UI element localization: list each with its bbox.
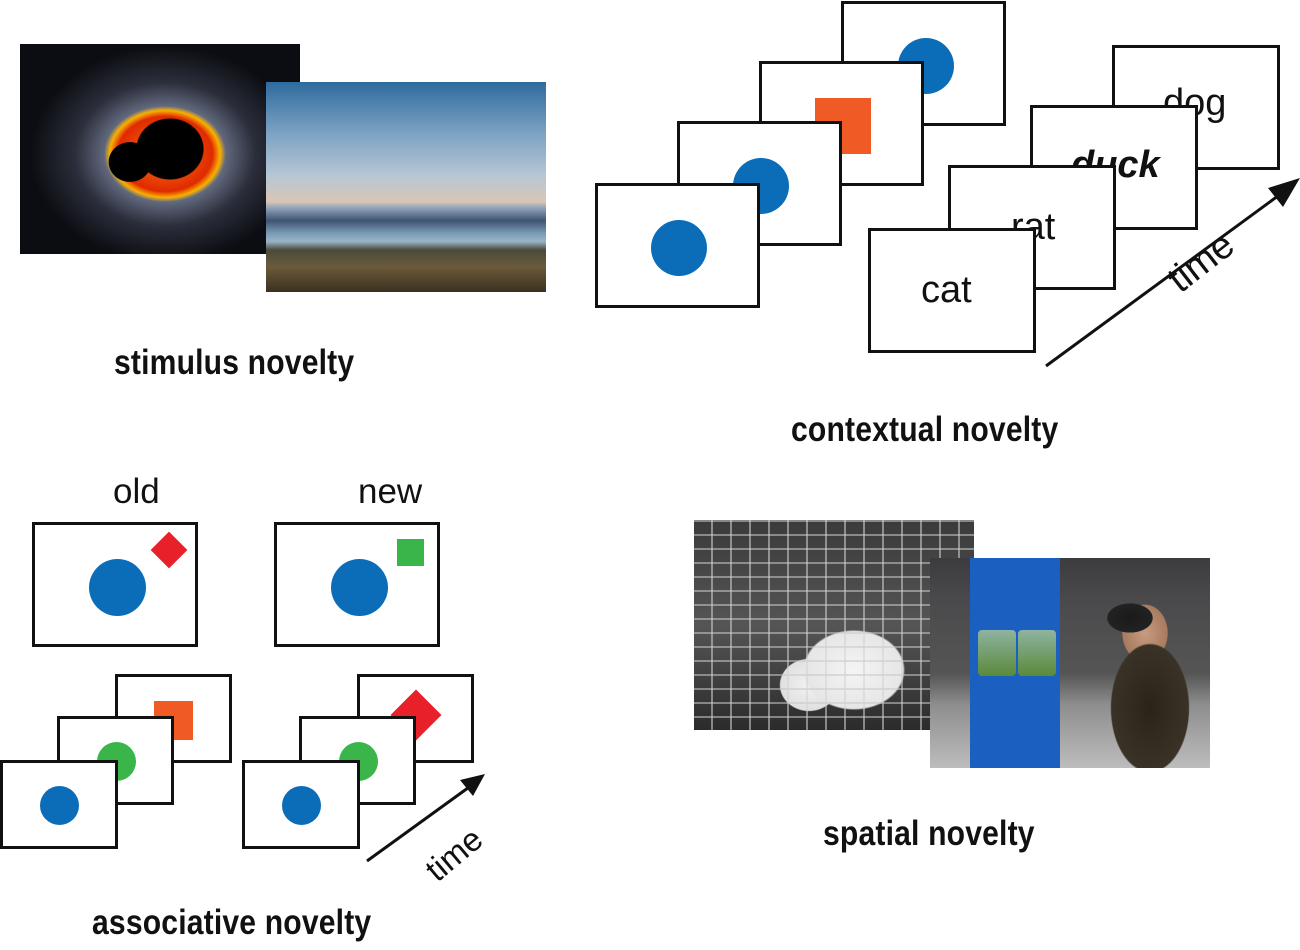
vr-screen-left <box>978 630 1016 676</box>
vr-screen-right <box>1018 630 1056 676</box>
associative-novelty-caption: associative novelty <box>92 903 372 942</box>
landscape-image <box>266 82 546 292</box>
rat-cage-image <box>694 520 974 730</box>
red-diamond <box>150 531 188 569</box>
time-label: time <box>418 819 490 889</box>
stimulus-novelty-caption: stimulus novelty <box>114 343 355 382</box>
word-frame-cat: cat <box>868 228 1036 353</box>
time-arrow-icon <box>1045 178 1300 368</box>
word-cat: cat <box>921 269 972 311</box>
new-display-frame <box>274 522 440 647</box>
blue-circle <box>331 559 388 616</box>
old-display-frame <box>32 522 198 647</box>
blue-circle <box>651 220 707 276</box>
new-label: new <box>358 472 423 511</box>
blue-circle <box>89 559 146 616</box>
fractal-image <box>20 44 300 254</box>
time-label: time <box>1160 223 1243 302</box>
time-arrow-icon <box>366 774 485 863</box>
shape-frame-1 <box>595 183 760 308</box>
spatial-novelty-caption: spatial novelty <box>823 814 1035 853</box>
old-seq-frame-1 <box>0 760 118 849</box>
green-square <box>397 539 424 566</box>
contextual-novelty-caption: contextual novelty <box>791 410 1059 449</box>
old-label: old <box>113 472 160 511</box>
blue-circle <box>40 786 79 825</box>
new-seq-frame-1 <box>242 760 360 849</box>
vr-user-image <box>930 558 1210 768</box>
blue-circle <box>282 786 321 825</box>
